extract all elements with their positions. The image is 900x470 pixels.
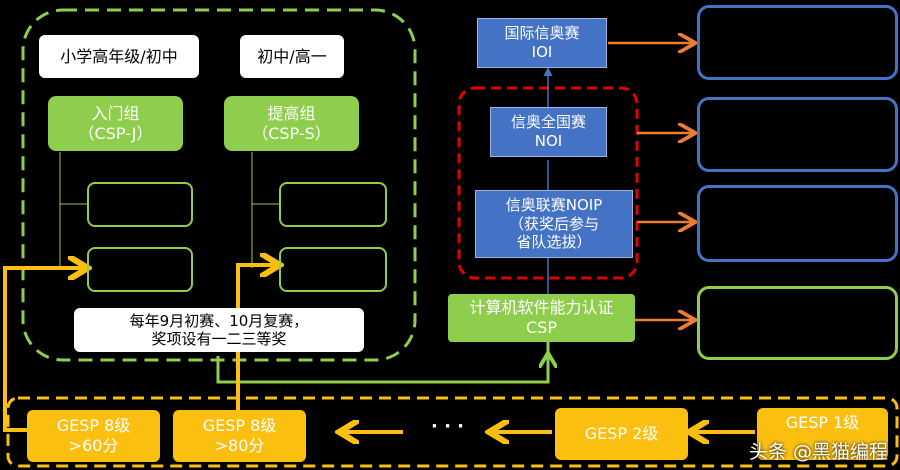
gesp-1-title: GESP 1级 bbox=[785, 413, 860, 432]
noip-result-box bbox=[697, 185, 898, 262]
gesp-8-80-box: GESP 8级>80分 bbox=[173, 410, 306, 462]
csp-j-empty-box-1 bbox=[87, 182, 193, 227]
note-line-2: 奖项设有一二三等奖 bbox=[151, 330, 287, 348]
level-label-junior-text: 初中/高一 bbox=[257, 46, 327, 66]
gesp-8-80-score: >80分 bbox=[214, 436, 265, 455]
gesp-8-60-title: GESP 8级 bbox=[56, 416, 131, 435]
level-label-primary: 小学高年级/初中 bbox=[39, 35, 199, 78]
gesp-2-box: GESP 2级 bbox=[555, 408, 688, 460]
csp-j-subtitle: （CSP-J） bbox=[78, 123, 153, 143]
csp-result-box bbox=[697, 286, 898, 360]
csp-j-box: 入门组（CSP-J） bbox=[48, 96, 183, 151]
level-label-junior: 初中/高一 bbox=[240, 35, 344, 78]
csp-s-empty-box-2 bbox=[279, 247, 387, 292]
csp-s-title: 提高组 bbox=[267, 103, 316, 123]
gesp-8-60-score: >60分 bbox=[68, 436, 119, 455]
ellipsis: · · · bbox=[415, 415, 480, 440]
watermark: 头条 @黑猫编程 bbox=[748, 441, 888, 463]
csp-s-box: 提高组（CSP-S） bbox=[224, 96, 359, 151]
ioi-abbr: IOI bbox=[531, 43, 553, 61]
noip-note-1: （获奖后参与 bbox=[508, 214, 599, 233]
noip-box: 信奥联赛NOIP（获奖后参与省队选拔） bbox=[475, 190, 633, 258]
csp-abbr: CSP bbox=[526, 318, 557, 337]
ioi-title: 国际信奥赛 bbox=[504, 24, 580, 43]
ioi-result-box bbox=[697, 5, 898, 80]
csp-s-empty-box-1 bbox=[279, 182, 387, 227]
schedule-note: 每年9月初赛、10月复赛，奖项设有一二三等奖 bbox=[74, 308, 364, 352]
csp-j-empty-box-2 bbox=[87, 247, 193, 292]
note-line-1: 每年9月初赛、10月复赛， bbox=[129, 312, 309, 330]
csp-j-title: 入门组 bbox=[91, 103, 140, 123]
noip-title: 信奥联赛NOIP bbox=[505, 195, 603, 214]
noi-abbr: NOI bbox=[534, 132, 563, 150]
csp-title: 计算机软件能力认证 bbox=[469, 298, 614, 317]
gesp-8-80-title: GESP 8级 bbox=[202, 416, 277, 435]
noi-result-box bbox=[697, 97, 898, 172]
gesp-8-60-box: GESP 8级>60分 bbox=[27, 410, 160, 462]
ellipsis-text: · · · bbox=[430, 416, 465, 438]
level-label-primary-text: 小学高年级/初中 bbox=[60, 46, 178, 66]
gesp-2-title: GESP 2级 bbox=[584, 424, 659, 443]
csp-s-subtitle: （CSP-S） bbox=[252, 123, 331, 143]
gesp-1-box: GESP 1级 bbox=[757, 408, 888, 460]
noi-title: 信奥全国赛 bbox=[510, 113, 586, 132]
noip-note-2: 省队选拔） bbox=[516, 233, 592, 252]
